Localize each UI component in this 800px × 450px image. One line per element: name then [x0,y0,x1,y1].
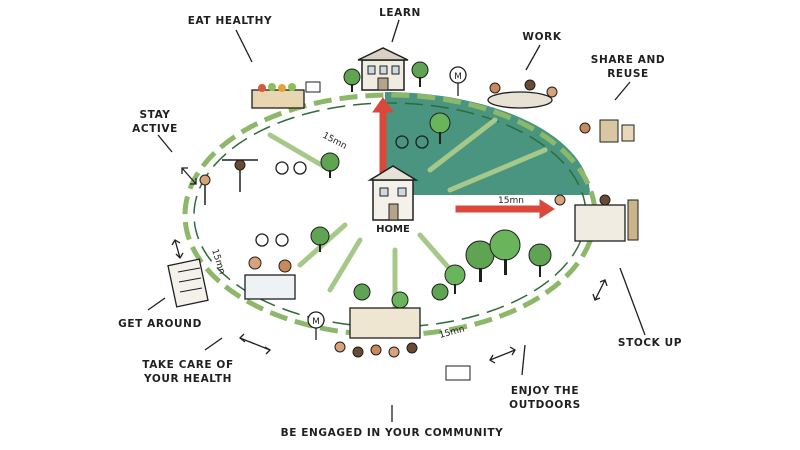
community-group [334,307,471,381]
label-take-care-2: YOUR HEALTH [143,373,232,385]
metro-sign-bottom-text: M [312,317,320,327]
home-building [367,165,419,221]
shop-counter [554,194,639,242]
label-share-reuse-1: SHARE AND [591,54,665,66]
label-work: WORK [522,31,561,43]
label-enjoy-outdoors-2: OUTDOORS [509,399,581,411]
school-building [357,47,409,91]
label-take-care-1: TAKE CARE OF [142,359,233,371]
leader-lines [147,19,646,422]
label-community: BE ENGAGED IN YOUR COMMUNITY [281,427,504,439]
time-mark-right: 15mn [498,196,524,206]
label-eat-healthy: EAT HEALTHY [188,15,273,27]
label-get-around: GET AROUND [118,318,202,330]
work-table [487,79,558,109]
trees [310,61,552,309]
exercise-area [199,159,258,205]
market-stall [251,81,321,109]
label-stay-active-1: STAY [139,109,170,121]
time-mark-top-left: 15mn [321,131,349,152]
clinic [244,256,296,300]
double-arrows [171,167,608,364]
metro-sign-top: M [449,66,467,96]
label-enjoy-outdoors-1: ENJOY THE [511,385,579,397]
time-mark-bottom: 15mn [438,325,466,341]
metro-sign-top-text: M [454,72,462,82]
metro-sign-bottom: M [307,311,325,340]
label-share-reuse-2: REUSE [607,68,649,80]
label-learn: LEARN [379,7,421,19]
label-stock-up: STOCK UP [618,337,682,349]
label-stay-active-2: ACTIVE [132,123,178,135]
home-label: HOME [376,224,410,235]
bicycles [255,135,429,247]
reuse-furniture [579,119,635,143]
bike-rack [167,258,209,308]
